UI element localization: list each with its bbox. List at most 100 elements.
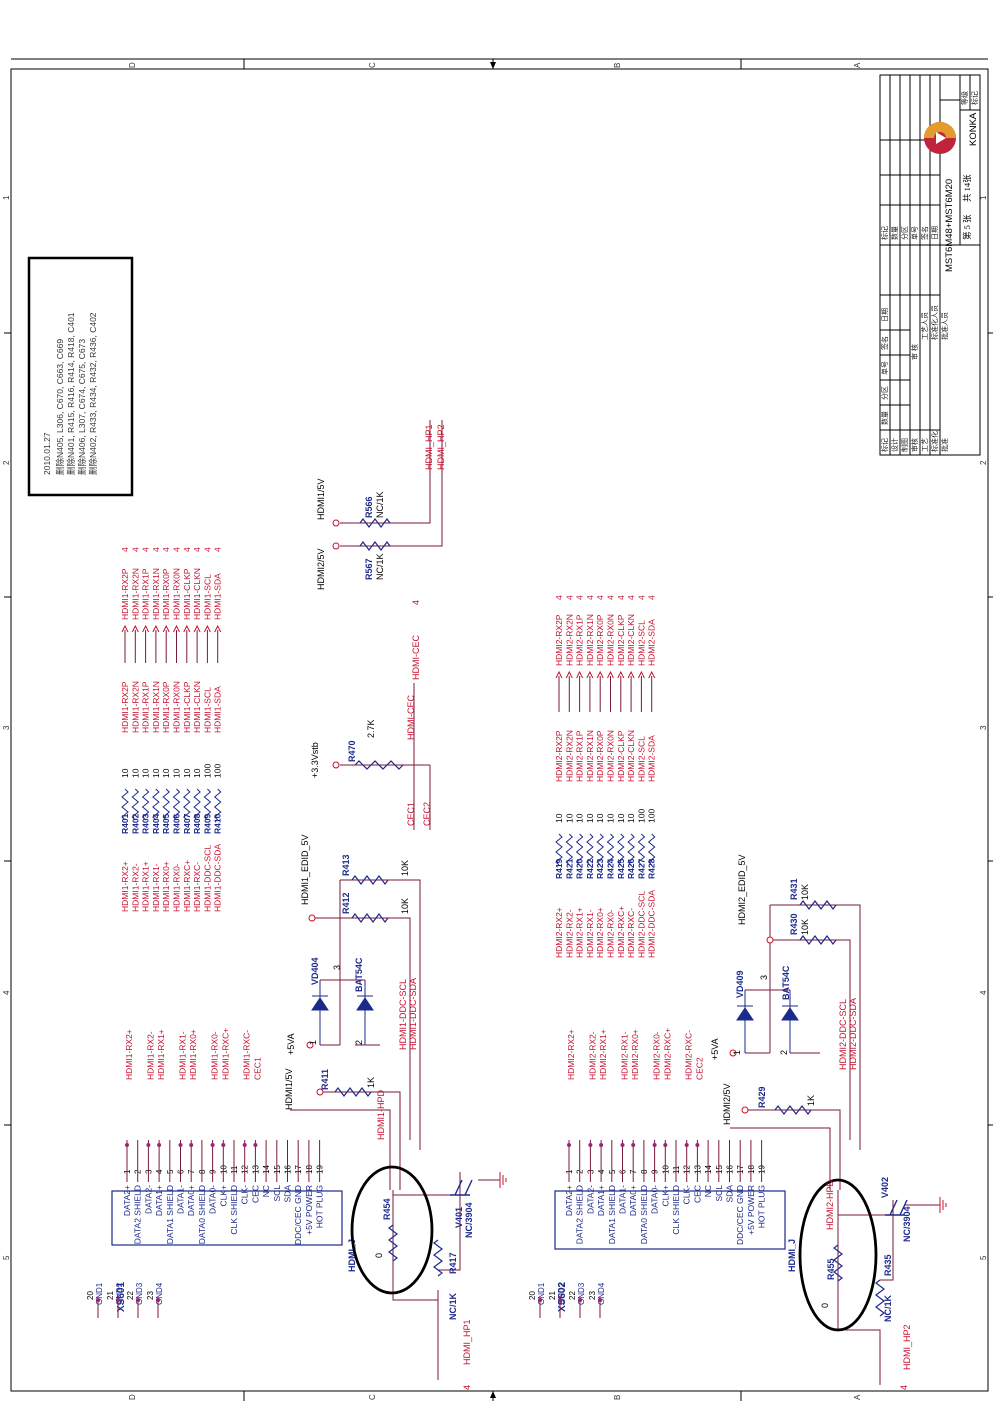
resistor-symbol (131, 788, 140, 821)
sheet-ref: 4 (172, 547, 182, 552)
part-value: NC/3904 (902, 1206, 912, 1242)
net-label: HDMI2-RX0- (606, 909, 616, 958)
tb-level: 等级 (960, 91, 969, 105)
net-label: CEC1 (406, 802, 416, 826)
pin-number: 3 (332, 965, 342, 970)
tb-mark: 标记 (880, 438, 889, 452)
part-ref: R427 (636, 858, 646, 879)
net-port: HDMI2-CLKN (626, 614, 636, 666)
gnd-pin-label: GND1 (537, 1282, 546, 1305)
zone-label: D (128, 62, 137, 68)
part-ref: V402 (880, 1177, 890, 1198)
net-label: HDMI1-RX2+ (124, 1029, 134, 1080)
revision-note: 2010.01.27 删除N405, L306, C670, C663, C66… (27, 256, 134, 497)
net-label: HDMI2-RXC+ (662, 1028, 672, 1080)
port-arrow-icon (203, 624, 211, 633)
part-value: NC/1K (448, 1292, 458, 1320)
net-label: HDMI1-RX2- (130, 863, 140, 912)
resistor-r455 (833, 1244, 843, 1282)
net-port: HDMI1-RX1P (141, 568, 151, 620)
part-ref: R409 (202, 813, 212, 834)
tb-check: 审核 (910, 438, 919, 452)
highlight-ellipse (798, 1178, 878, 1332)
pin-number: 2 (779, 1050, 789, 1055)
part-value: 2.7K (366, 719, 376, 738)
part-value: 100 (202, 764, 212, 778)
zone-label: B (613, 1395, 622, 1400)
port-arrow-icon (193, 624, 201, 633)
port-arrow-icon (586, 670, 594, 679)
sheet-ref: 4 (595, 595, 605, 600)
part-ref: VD409 (735, 970, 745, 998)
resistor-symbol (596, 833, 604, 866)
part-ref: R428 (647, 858, 657, 879)
connector-pin-label: NC (261, 1185, 271, 1197)
sheet-ref: 4 (161, 547, 171, 552)
net-port: HDMI1-RX1N (151, 568, 161, 620)
junction-dot (599, 1143, 604, 1147)
connector-pin-label: SCL (272, 1185, 282, 1202)
port-arrow-icon (162, 624, 170, 633)
connector-pin-label: CEC (250, 1185, 260, 1203)
tb-std-person: 标准化人员 (930, 305, 939, 340)
net-label: HDMI1-RX2N (130, 681, 140, 733)
part-ref: R423 (595, 858, 605, 879)
supply-label: HDMI2/5V (316, 548, 326, 590)
resistor-r412 (351, 913, 389, 923)
net-label: HDMI1-RXC- (192, 862, 202, 912)
connector-pin-label: DATA2+ (564, 1185, 574, 1216)
net-port: HDMI_HP2 (902, 1324, 912, 1370)
junction-dot (178, 1143, 183, 1147)
part-value: 10 (120, 768, 130, 778)
center-mark-icon (490, 62, 496, 69)
net-label: HDMI1-SDA (213, 686, 223, 733)
net-port: HDMI1-RX0P (161, 568, 171, 620)
connector-ref: XS601 (116, 1282, 127, 1312)
net-port: HDMI2-SCL (636, 620, 646, 666)
part-ref: R403 (141, 813, 151, 834)
junction-dot (156, 1298, 160, 1302)
connector-pin-label: SCL (714, 1185, 724, 1202)
sheet-ref: 4 (141, 547, 151, 552)
pin-number: 1 (732, 1050, 742, 1055)
zone-label: C (368, 1394, 377, 1400)
supply-label: +5VA (710, 1038, 720, 1060)
part-value: 10 (554, 813, 564, 823)
part-value: 10K (400, 860, 410, 876)
sheet-ref: 4 (616, 595, 626, 600)
zone-label: 4 (979, 990, 988, 995)
drawing-title: MST6M48+MST6M20 (944, 179, 955, 272)
part-value: NC/1K (375, 491, 385, 518)
connector-pin-label: DATA2 SHIELD (575, 1185, 585, 1244)
net-label: HDMI2-RX1- (585, 909, 595, 958)
zone-label: 4 (2, 990, 11, 995)
highlight-ellipse (350, 1165, 434, 1295)
resistor-symbol (141, 788, 150, 821)
part-value: 10 (172, 768, 182, 778)
junction-dot (96, 1298, 100, 1302)
diode-vd409-icon (736, 989, 799, 1053)
resistor-symbol (606, 833, 615, 866)
resistor-symbol (637, 833, 646, 866)
zone-label: 1 (979, 195, 988, 200)
sheet-ref: 4 (151, 547, 161, 552)
zone-label: 2 (2, 460, 11, 465)
port-arrow-icon (183, 624, 191, 633)
gnd-pin-label: GND2 (115, 1282, 124, 1305)
resistor-r413 (351, 875, 389, 885)
resistor-r454 (388, 1224, 398, 1262)
part-value: NC/1K (883, 1294, 893, 1322)
port-arrow-icon (214, 624, 222, 633)
tb-check-person: 审 核 (910, 344, 919, 360)
port-arrow-icon (142, 624, 150, 633)
hpd-circuit-hdmi2: HDMI2-HPD R455 0 V402 NC/3904 R435 NC/1K… (798, 1177, 947, 1390)
resistor-r417 (433, 1239, 443, 1277)
resistor-symbol (183, 788, 191, 821)
junction-dot (242, 1143, 247, 1147)
gnd-pin-number: 22 (126, 1291, 135, 1300)
connector-pin-label: DDC/CEC GND (735, 1185, 745, 1245)
junction-dot (210, 1143, 215, 1147)
part-ref: R410 (213, 813, 223, 834)
tb-mark: 标记 (880, 226, 889, 240)
